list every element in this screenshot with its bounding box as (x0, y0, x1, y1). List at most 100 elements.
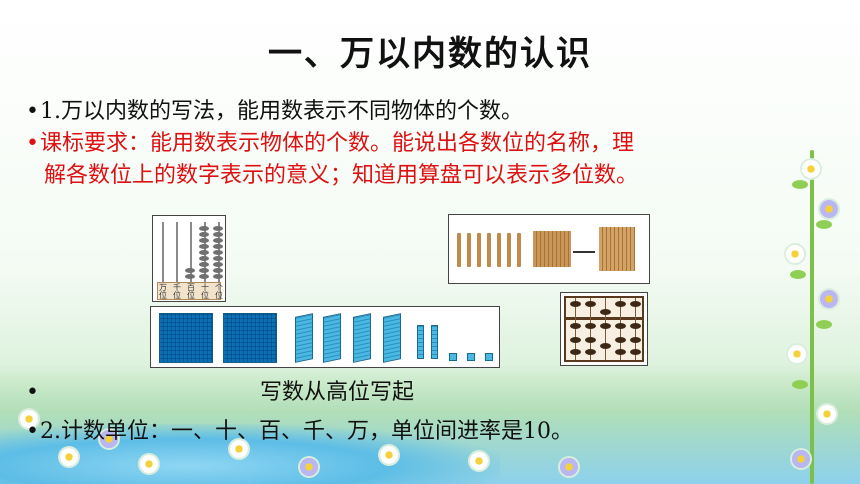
suanpan-bead (630, 349, 641, 355)
line-text: 课标要求：能用数表示物体的个数。能说出各数位的名称，理 (40, 131, 635, 156)
hundred-flat (323, 313, 341, 363)
flower-icon (300, 458, 318, 476)
arrow-icon (573, 251, 595, 253)
flower-icon (820, 290, 838, 308)
bead (199, 274, 209, 279)
flower-icon (140, 455, 158, 473)
suanpan-rod (620, 298, 621, 360)
stick (487, 233, 491, 267)
suanpan-beam (564, 317, 644, 320)
rod (162, 222, 164, 282)
line-text: 1.万以内数的写法，能用数表示不同物体的个数。 (40, 99, 523, 124)
bead (199, 262, 209, 267)
bead (199, 250, 209, 255)
stick (507, 233, 511, 267)
leaf-icon (816, 220, 832, 229)
rod (176, 222, 178, 282)
bead (213, 244, 223, 249)
flower-icon (470, 452, 488, 470)
suanpan-bead (585, 323, 596, 329)
suanpan-rod (575, 298, 576, 360)
counting-sticks-figure (448, 214, 650, 284)
suanpan-bead (600, 309, 611, 315)
bullet-marker: • (26, 131, 39, 156)
suanpan-bead (585, 349, 596, 355)
unit-cube (449, 353, 457, 361)
flower-icon (820, 200, 838, 218)
bead (213, 268, 223, 273)
rod (190, 222, 192, 282)
suanpan-bead (630, 323, 641, 329)
stick (457, 233, 461, 267)
flower-icon (100, 430, 118, 448)
bead (185, 268, 195, 273)
place-value-base (157, 282, 221, 300)
flower-icon (20, 410, 38, 428)
bead (213, 232, 223, 237)
bead (213, 226, 223, 231)
bead (199, 244, 209, 249)
stick (467, 233, 471, 267)
suanpan-bead (585, 301, 596, 307)
suanpan-bead (630, 337, 641, 343)
flower-icon (792, 450, 810, 468)
big-stick-bundle (599, 227, 635, 271)
base-ten-blocks-figure (150, 306, 500, 368)
bead (213, 250, 223, 255)
bead (185, 274, 195, 279)
requirement-continuation: 解各数位上的数字表示的意义；知道用算盘可以表示多位数。 (44, 163, 639, 188)
place-label-bai: 百位 (187, 283, 195, 300)
suanpan-bead (570, 337, 581, 343)
place-label-wan: 万位 (159, 283, 167, 300)
stick (517, 233, 521, 267)
suanpan-figure (560, 292, 648, 366)
counting-frame-figure: 万位 千位 百位 十位 个位 (152, 215, 226, 302)
suanpan-bead (570, 323, 581, 329)
flower-icon (818, 405, 836, 423)
suanpan-rod (605, 298, 606, 360)
suanpan-bead (600, 323, 611, 329)
flower-icon (60, 448, 78, 466)
leaf-icon (816, 320, 832, 329)
bead (199, 232, 209, 237)
thousand-cube (159, 313, 213, 363)
thousand-cube (223, 313, 277, 363)
suanpan-bead (570, 349, 581, 355)
suanpan-bead (615, 301, 626, 307)
suanpan-bead (615, 349, 626, 355)
bead (199, 238, 209, 243)
hundred-flat (295, 313, 313, 363)
unit-cube (467, 353, 475, 361)
line-text: 2.计数单位：一、十、百、千、万，单位间进率是10。 (40, 419, 573, 444)
bullet-counting-units: •2.计数单位：一、十、百、千、万，单位间进率是10。 (26, 413, 573, 445)
bullet-curriculum-requirement: •课标要求：能用数表示物体的个数。能说出各数位的名称，理 (26, 130, 634, 157)
suanpan-bead (570, 301, 581, 307)
place-label-ge: 个位 (215, 283, 223, 300)
stick (477, 233, 481, 267)
bead (199, 226, 209, 231)
bullet-marker: • (26, 380, 39, 405)
bead (213, 274, 223, 279)
place-label-shi: 十位 (201, 283, 209, 300)
ten-rod (431, 325, 438, 359)
leaf-icon (792, 380, 808, 389)
slide-title: 一、万以内数的认识 (268, 34, 592, 74)
bullet-writing-numbers: •1.万以内数的写法，能用数表示不同物体的个数。 (26, 93, 523, 125)
suanpan-rod (590, 298, 591, 360)
stick-bundle (549, 231, 571, 267)
bead (199, 256, 209, 261)
suanpan-rod (635, 298, 636, 360)
flower-icon (230, 440, 248, 458)
ten-rod (417, 325, 424, 359)
bead (213, 238, 223, 243)
suanpan-bead (630, 301, 641, 307)
flower-icon (380, 446, 398, 464)
suanpan-bead (615, 323, 626, 329)
hundred-flat (383, 313, 401, 363)
flower-vine (782, 150, 842, 484)
bullet-marker: • (26, 419, 39, 444)
line-text: 写数从高位写起 (260, 380, 415, 405)
flower-icon (560, 458, 578, 476)
bead (199, 268, 209, 273)
